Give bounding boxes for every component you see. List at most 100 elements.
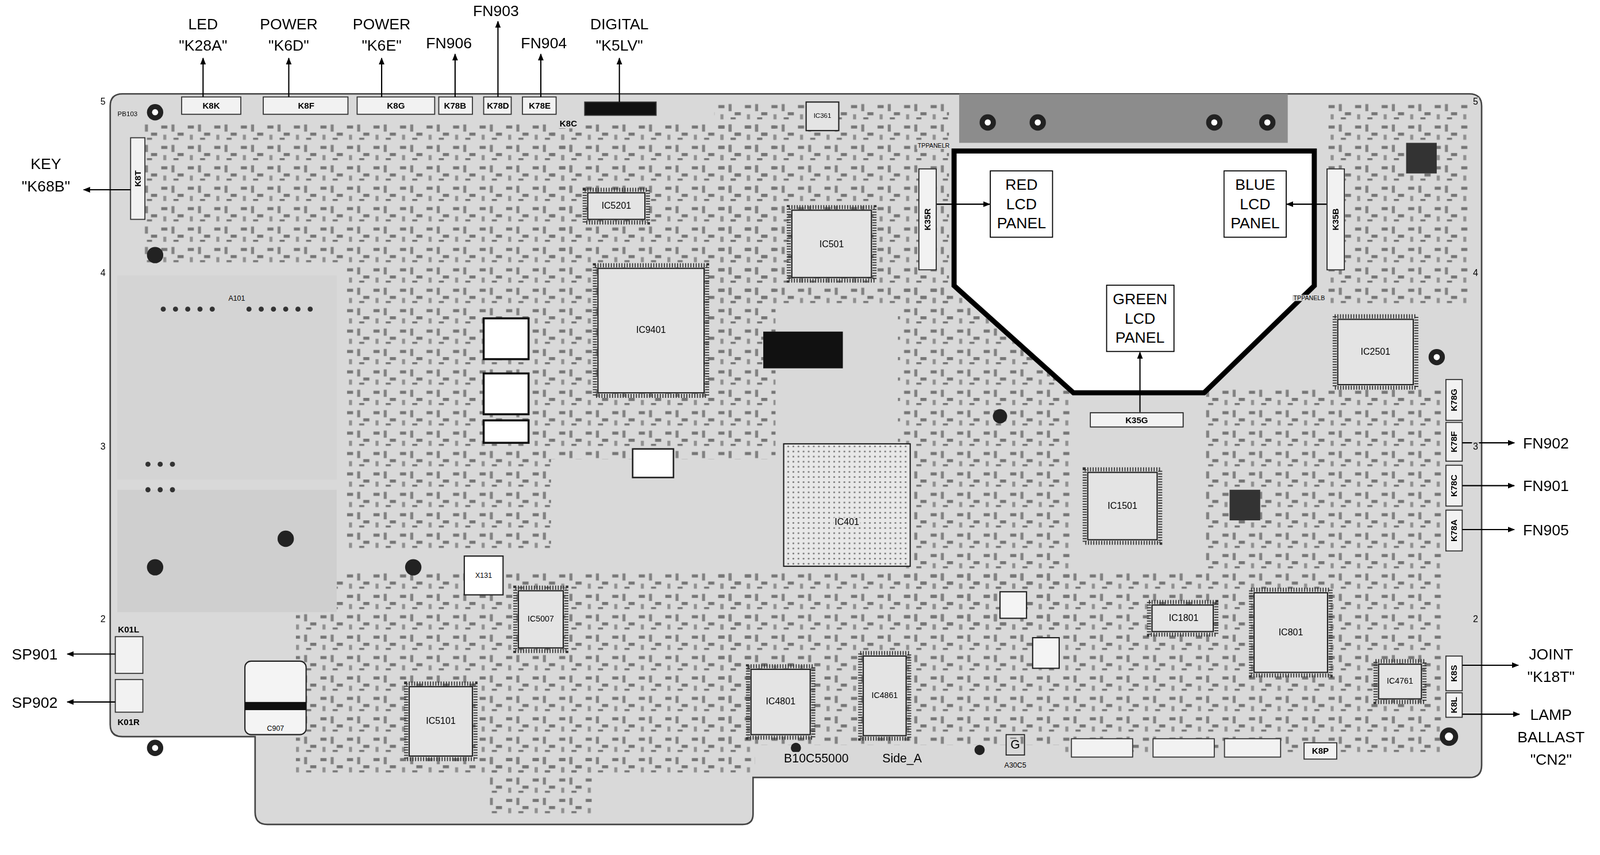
- pcb-outline: [110, 93, 1482, 825]
- panel-label: BLUE LCD PANEL: [1230, 175, 1280, 232]
- connector-label: K78D: [485, 101, 510, 111]
- grid-number: 2: [99, 614, 107, 624]
- panel-label: GREEN LCD PANEL: [1112, 289, 1168, 346]
- chip-label: IC401: [833, 517, 861, 528]
- chip-label: IC1501: [1106, 501, 1139, 511]
- board-mark: G: [1009, 738, 1022, 751]
- connector-label: K8P: [1310, 745, 1330, 755]
- grid-number: 5: [1471, 97, 1479, 107]
- external-label: "K68B": [20, 178, 72, 194]
- chip-label: IC5101: [424, 716, 457, 726]
- external-label: POWER: [351, 16, 412, 32]
- connector-label: K78F: [1450, 429, 1459, 453]
- grid-number: 4: [99, 268, 107, 279]
- chip-label: IC1801: [1167, 613, 1200, 623]
- external-label: BALLAST: [1516, 728, 1587, 745]
- panel-label: RED LCD PANEL: [997, 175, 1046, 232]
- connector-label: K01L: [116, 624, 140, 634]
- chip-label: IC4861: [870, 691, 899, 700]
- external-label: "K5LV": [594, 37, 645, 53]
- board-mark: A30C5: [1003, 761, 1028, 769]
- external-label: "CN2": [1529, 751, 1573, 767]
- connector-label: K8K: [201, 101, 222, 111]
- external-label: SP901: [10, 645, 60, 662]
- grid-number: 2: [1471, 614, 1479, 624]
- chip-label: IC5201: [600, 201, 633, 211]
- connector-label: K8C: [558, 118, 579, 128]
- external-label: FN903: [471, 2, 521, 18]
- external-label: FN902: [1521, 435, 1571, 451]
- ic-chip: [244, 101, 1437, 759]
- connector-label: K78B: [443, 101, 468, 111]
- connector-label: K01R: [116, 717, 141, 727]
- part-label: PB103: [116, 110, 139, 118]
- connector-label: K8S: [1450, 663, 1459, 683]
- external-label: KEY: [29, 155, 63, 172]
- mounting-hole: [147, 104, 1459, 756]
- test-point-label: TPPANELR: [916, 142, 951, 149]
- chip-label: IC2501: [1359, 347, 1392, 357]
- external-label: FN901: [1521, 477, 1571, 494]
- lcd-block-outline: [954, 151, 1315, 394]
- connector-label: K78C: [1450, 473, 1459, 498]
- panel-box: BLUE LCD PANEL: [1223, 170, 1287, 238]
- board-code: Side_A: [881, 751, 923, 764]
- lcd-connector: K35G: [1089, 412, 1184, 428]
- plain-area: [117, 275, 337, 480]
- external-label: FN906: [424, 35, 473, 51]
- external-label: "K6E": [360, 37, 403, 53]
- chip-label: IC5007: [526, 614, 555, 623]
- panel-arrow: [1139, 352, 1141, 413]
- lcd-connector: K35R: [918, 168, 937, 271]
- grid-number: 5: [99, 97, 107, 107]
- chip-label: IC801: [1277, 627, 1305, 637]
- external-label: FN904: [520, 35, 569, 51]
- part-label: A101: [227, 294, 247, 302]
- external-label: POWER: [258, 16, 319, 32]
- chip-label: IC4761: [1385, 677, 1414, 686]
- plain-area: [117, 489, 337, 613]
- pad-row: [145, 306, 313, 492]
- external-label: LAMP: [1529, 706, 1573, 722]
- grid-number: 3: [1471, 441, 1479, 452]
- chip-label: IC9401: [635, 325, 667, 336]
- connector: [115, 97, 1463, 760]
- external-label: LED: [187, 16, 219, 32]
- test-point-label: TPPANELB: [1292, 294, 1326, 302]
- lcd-connector: K35B: [1326, 168, 1345, 271]
- panel-box: GREEN LCD PANEL: [1105, 284, 1175, 353]
- panel-arrow: [1286, 203, 1327, 205]
- grid-number: 3: [99, 441, 107, 452]
- connector-label: K35G: [1125, 415, 1148, 425]
- chip-label: IC361: [812, 113, 833, 121]
- part-label: X131: [474, 571, 494, 579]
- connector-label: K8L: [1450, 695, 1459, 714]
- chip-label: IC4801: [764, 697, 797, 707]
- external-label: "K6D": [267, 37, 310, 53]
- shield: [959, 93, 1288, 143]
- external-label: JOINT: [1528, 645, 1575, 662]
- connector-label: K8G: [386, 101, 407, 111]
- connector-label: K35R: [922, 208, 932, 231]
- leader-arrow: [67, 21, 1520, 714]
- external-label: SP902: [10, 694, 60, 710]
- panel-arrow: [936, 203, 990, 205]
- grid-number: 4: [1471, 268, 1479, 279]
- chip-label: IC501: [818, 240, 845, 250]
- connector-label: K78A: [1450, 518, 1459, 543]
- board-code: B10C55000: [782, 751, 850, 764]
- connector-label: K78E: [528, 101, 552, 111]
- connector-label: K8T: [133, 169, 142, 188]
- panel-box: RED LCD PANEL: [989, 170, 1053, 238]
- connector-label: K78G: [1450, 387, 1459, 413]
- component-texture: [143, 101, 1470, 816]
- external-label: FN905: [1521, 521, 1571, 538]
- connector-label: K35B: [1331, 208, 1341, 231]
- external-label: DIGITAL: [589, 16, 650, 32]
- external-label: "K28A": [178, 37, 229, 53]
- connector-label: K8F: [297, 101, 316, 111]
- external-label: "K18T": [1526, 668, 1576, 684]
- part-label: C907: [266, 724, 286, 732]
